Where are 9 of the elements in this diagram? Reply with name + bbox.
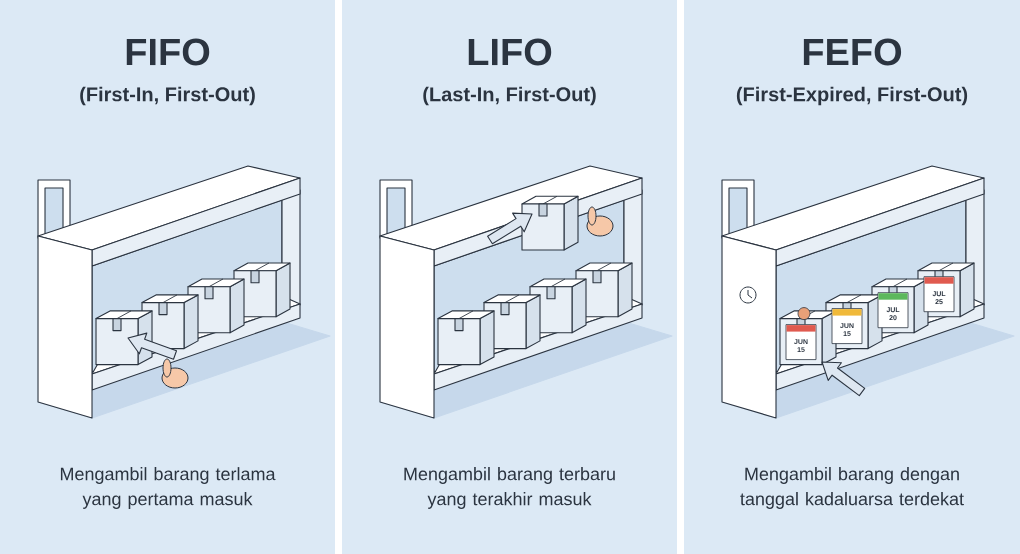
description-text: Mengambil barang terbaru yang terakhir masuk xyxy=(404,467,615,509)
panel-title: FIFO xyxy=(126,38,210,66)
panel-subtitle: (Last-In, First-Out) xyxy=(423,86,596,106)
description-text: Mengambil barang terlama yang pertama masuk xyxy=(60,467,276,509)
panel-title: FEFO xyxy=(803,38,902,66)
panel-title: LIFO xyxy=(468,38,552,66)
description-text: Mengambil barang dengan tanggal kadaluarsa terdekat xyxy=(740,467,964,509)
panel-subtitle: (First-In, First-Out) xyxy=(80,86,255,106)
panel-subtitle: (First-Expired, First-Out) xyxy=(736,86,968,106)
